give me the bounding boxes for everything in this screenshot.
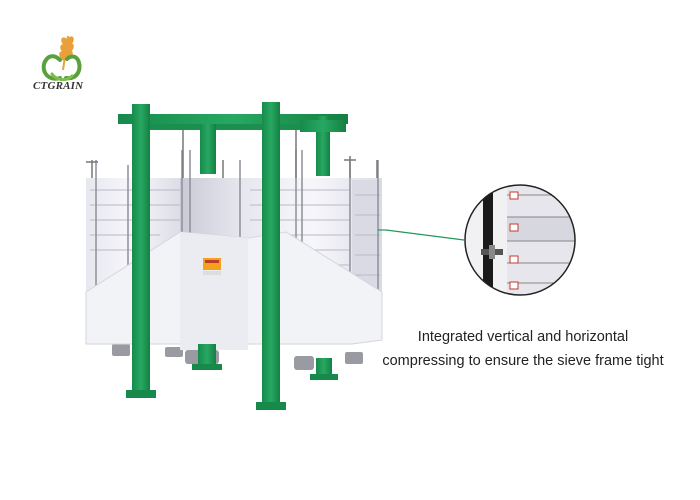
- magnified-detail-icon: [464, 184, 576, 296]
- brand-name: CTGRAIN: [33, 80, 84, 92]
- caption-line-2: compressing to ensure the sieve frame ti…: [382, 353, 664, 369]
- ctgrain-logo-icon: [41, 35, 82, 82]
- caption-line-1: Integrated vertical and horizontal: [417, 329, 629, 345]
- feature-caption: Integrated vertical and horizontal compr…: [378, 325, 668, 373]
